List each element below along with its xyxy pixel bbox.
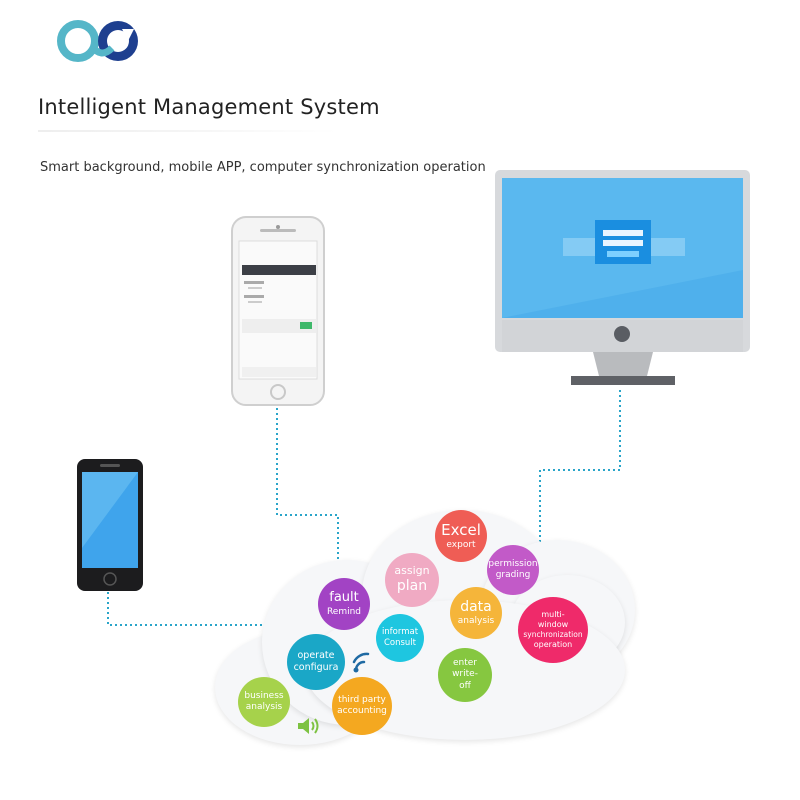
feature-information-consult: informat Consult <box>376 614 424 662</box>
feature-third-party-accounting: third party accounting <box>332 677 392 735</box>
feature-assign-plan: assign plan <box>385 553 439 607</box>
feature-enter-write-off: enter write- off <box>438 648 492 702</box>
feature-business-analysis: business analysis <box>238 677 290 727</box>
page-title: Intelligent Management System <box>38 95 380 119</box>
feature-data-analysis: data analysis <box>450 587 502 639</box>
feature-fault-remind: fault Remind <box>318 578 370 630</box>
speaker-icon <box>298 718 319 734</box>
feature-permission-grading: permission grading <box>487 545 539 595</box>
feature-multi-window-sync: multi- window synchronization operation <box>518 597 588 663</box>
wifi-icon <box>352 652 370 673</box>
feature-excel-export: Excel export <box>435 510 487 562</box>
white-smartphone-icon <box>231 216 325 406</box>
desktop-monitor-icon <box>495 170 750 385</box>
black-smartphone-icon <box>77 459 143 591</box>
brand-logo-icon <box>57 20 138 62</box>
page-subtitle: Smart background, mobile APP, computer s… <box>40 160 486 175</box>
feature-operate-configuration: operate configura <box>287 634 345 690</box>
title-divider <box>38 130 338 132</box>
